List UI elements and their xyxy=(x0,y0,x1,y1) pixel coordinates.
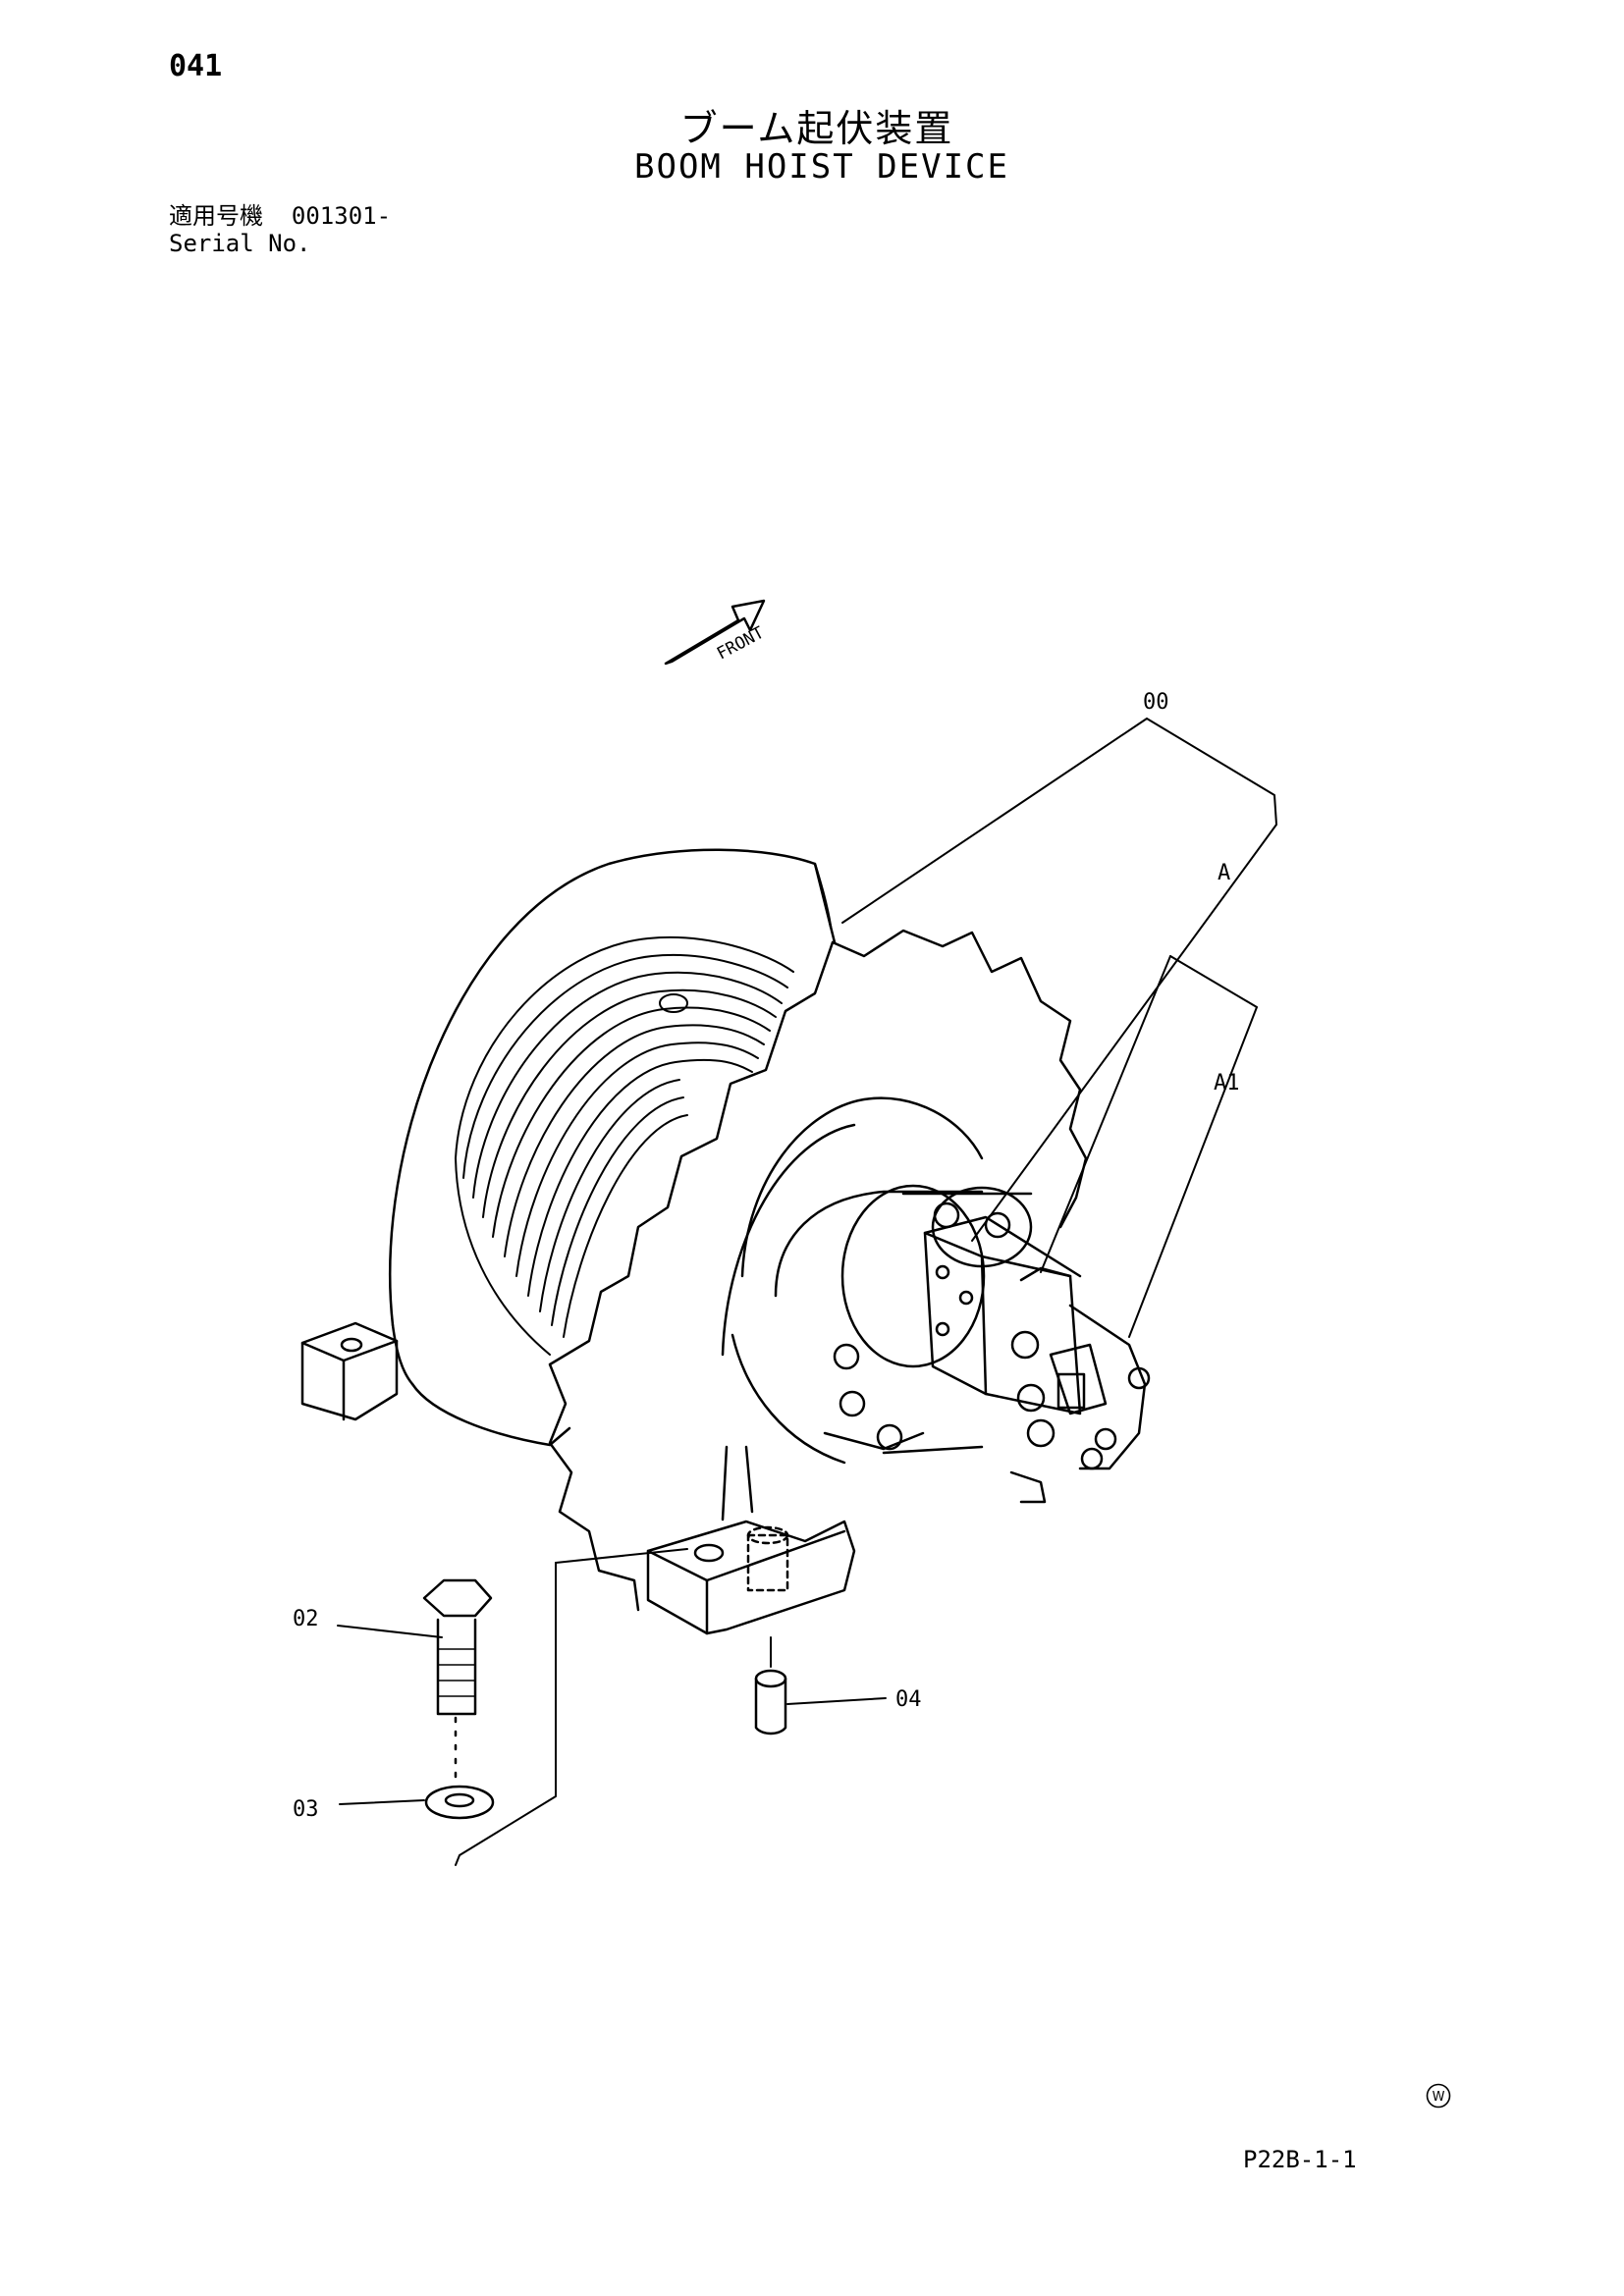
bolt-part xyxy=(422,1578,493,1781)
page-reference: P22B-1-1 xyxy=(1243,2146,1357,2173)
mount-bracket-right xyxy=(646,1445,856,1635)
page-title-english: BOOM HOIST DEVICE xyxy=(634,147,1009,187)
washer-part xyxy=(424,1785,495,1820)
front-arrow-icon xyxy=(664,599,766,666)
serial-value: 001301- xyxy=(291,202,392,230)
hydraulic-motor xyxy=(923,1215,1151,1504)
callout-washer: 03 xyxy=(293,1797,319,1822)
callout-pin: 04 xyxy=(895,1687,922,1712)
page-number: 041 xyxy=(169,49,223,83)
serial-label-en: Serial No. xyxy=(169,230,311,257)
gear-ring xyxy=(548,929,1088,1612)
pin-part xyxy=(754,1636,787,1735)
page-title-japanese: ブーム起伏装置 xyxy=(679,107,954,150)
callout-bolt: 02 xyxy=(293,1607,319,1631)
w-mark-icon: W xyxy=(1426,2083,1451,2109)
mount-bracket-left xyxy=(300,1321,399,1421)
w-mark-letter: W xyxy=(1433,2090,1445,2105)
serial-block: 適用号機 001301- Serial No. xyxy=(169,202,391,257)
serial-label-jp: 適用号機 xyxy=(169,202,263,230)
callout-assembly: 00 xyxy=(1143,690,1169,715)
callout-group-a: A xyxy=(1218,861,1230,885)
reducer-housing xyxy=(721,1096,1033,1465)
drum-flange xyxy=(389,848,837,1447)
rope-drum xyxy=(455,935,794,1356)
leader-lines xyxy=(337,718,1277,1866)
serial-row-jp: 適用号機 001301- xyxy=(169,202,391,230)
callout-group-a1: A1 xyxy=(1214,1071,1240,1095)
